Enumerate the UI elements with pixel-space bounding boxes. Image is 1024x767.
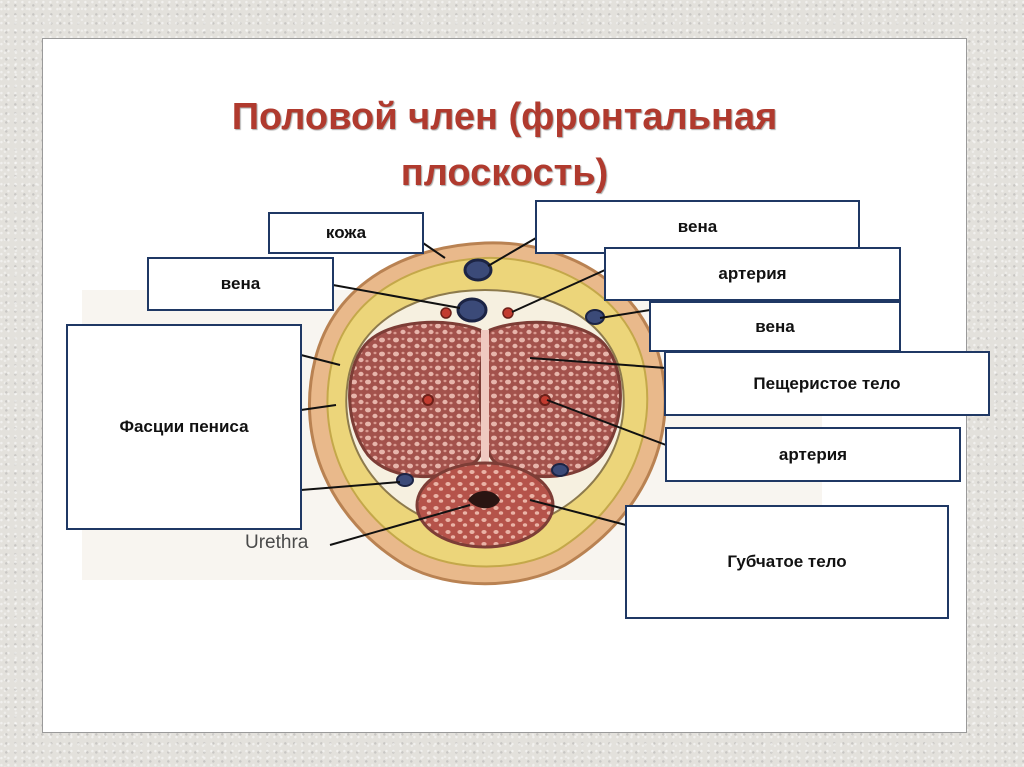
label-artery-top-text: артерия	[718, 264, 786, 284]
left-cavernous-body	[350, 322, 490, 476]
label-vein-right-text: вена	[755, 317, 794, 337]
label-fascia: Фасции пениса	[66, 324, 302, 530]
label-artery-right: артерия	[665, 427, 961, 482]
label-artery-top: артерия	[604, 247, 901, 301]
lower-vein-right	[552, 464, 568, 476]
label-cavernous-body-text: Пещеристое тело	[753, 374, 900, 394]
label-spongy-body: Губчатое тело	[625, 505, 949, 619]
dorsal-artery-right	[503, 308, 513, 318]
dorsal-artery-left	[441, 308, 451, 318]
label-skin: кожа	[268, 212, 424, 254]
label-vein-top-text: вена	[678, 217, 717, 237]
deep-dorsal-vein	[458, 299, 486, 321]
label-vein-left: вена	[147, 257, 334, 311]
label-vein-top: вена	[535, 200, 860, 254]
label-vein-right: вена	[649, 301, 901, 352]
urethra-label: Urethra	[245, 532, 308, 554]
lower-vein-left	[397, 474, 413, 486]
label-cavernous-body: Пещеристое тело	[664, 351, 990, 416]
label-fascia-text: Фасции пениса	[119, 417, 248, 437]
label-artery-right-text: артерия	[779, 445, 847, 465]
label-skin-text: кожа	[326, 223, 366, 243]
label-spongy-body-text: Губчатое тело	[727, 552, 846, 572]
label-vein-left-text: вена	[221, 274, 260, 294]
superficial-dorsal-vein	[465, 260, 491, 280]
left-deep-artery	[423, 395, 433, 405]
